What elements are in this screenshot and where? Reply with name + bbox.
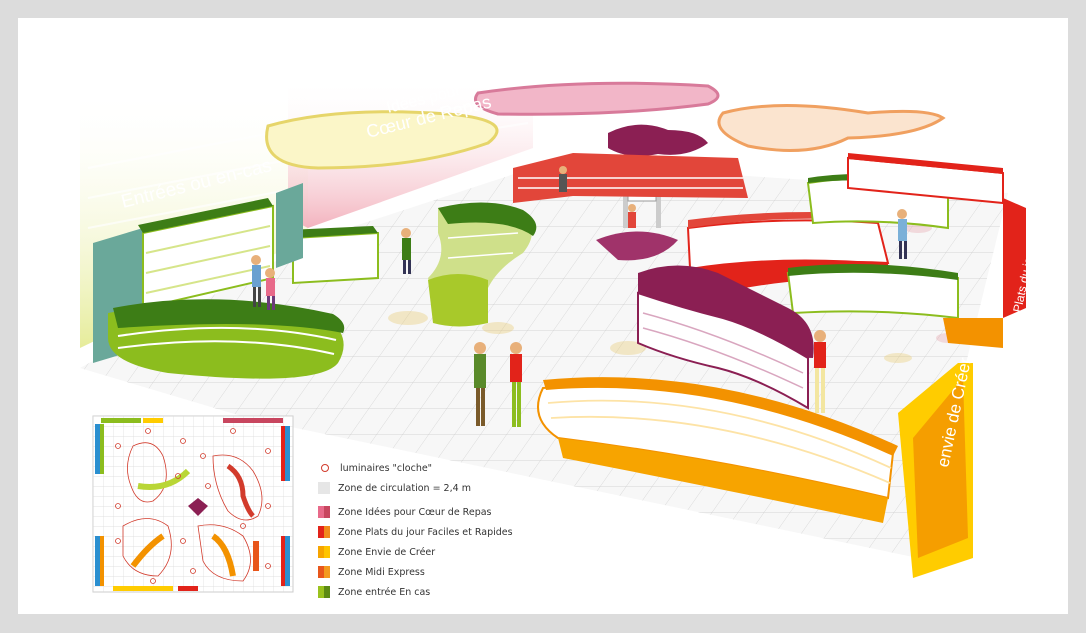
legend-item: luminaires "cloche" (318, 458, 618, 478)
zone-color-swatch (318, 586, 330, 598)
shelf-green-wave (428, 202, 537, 327)
zone-color-swatch (318, 506, 330, 518)
shelf-orange-front (537, 377, 898, 523)
legend-item: Zone entrée En cas (318, 582, 618, 602)
shelf-red-back-island (513, 153, 748, 203)
legend-label: Zone entrée En cas (338, 586, 431, 598)
shelf-green-front (108, 299, 345, 379)
legend-item: Zone Envie de Créer (318, 542, 618, 562)
canopy-entrees (265, 110, 499, 170)
illustration-frame: Entrées ou en-cas Idées pour Cœur de Rep… (18, 18, 1068, 614)
shelf-magenta-wave (637, 265, 814, 410)
lamp-circle-icon (321, 464, 329, 472)
circulation-swatch (318, 482, 330, 494)
canopy-envie (717, 104, 946, 152)
store-layout-illustration: Entrées ou en-cas Idées pour Cœur de Rep… (80, 78, 1047, 593)
canopy-idees (474, 81, 720, 116)
legend: luminaires "cloche" Zone de circulation =… (318, 458, 618, 602)
floor-plan-minimap (92, 415, 294, 593)
legend-label: Zone Plats du jour Faciles et Rapides (338, 526, 513, 538)
legend-label: luminaires "cloche" (340, 462, 433, 474)
legend-label: Zone Envie de Créer (338, 546, 436, 558)
zone-color-swatch (318, 566, 330, 578)
shelf-green-back (93, 198, 274, 363)
zone-color-swatch (318, 526, 330, 538)
legend-label: Zone de circulation = 2,4 m (338, 482, 471, 494)
zone-color-swatch (318, 546, 330, 558)
plats-wall-base (943, 318, 1003, 348)
shopper-figures (251, 166, 907, 427)
legend-item: Zone Plats du jour Faciles et Rapides (318, 522, 618, 542)
legend-item: Zone Midi Express (318, 562, 618, 582)
shelf-green-mid (276, 183, 379, 285)
legend-item: Zone de circulation = 2,4 m (318, 478, 618, 498)
legend-label: Zone Idées pour Cœur de Repas (338, 506, 492, 518)
legend-item: Zone Idées pour Cœur de Repas (318, 502, 618, 522)
plats-wall (1003, 198, 1026, 318)
legend-label: Zone Midi Express (338, 566, 425, 578)
